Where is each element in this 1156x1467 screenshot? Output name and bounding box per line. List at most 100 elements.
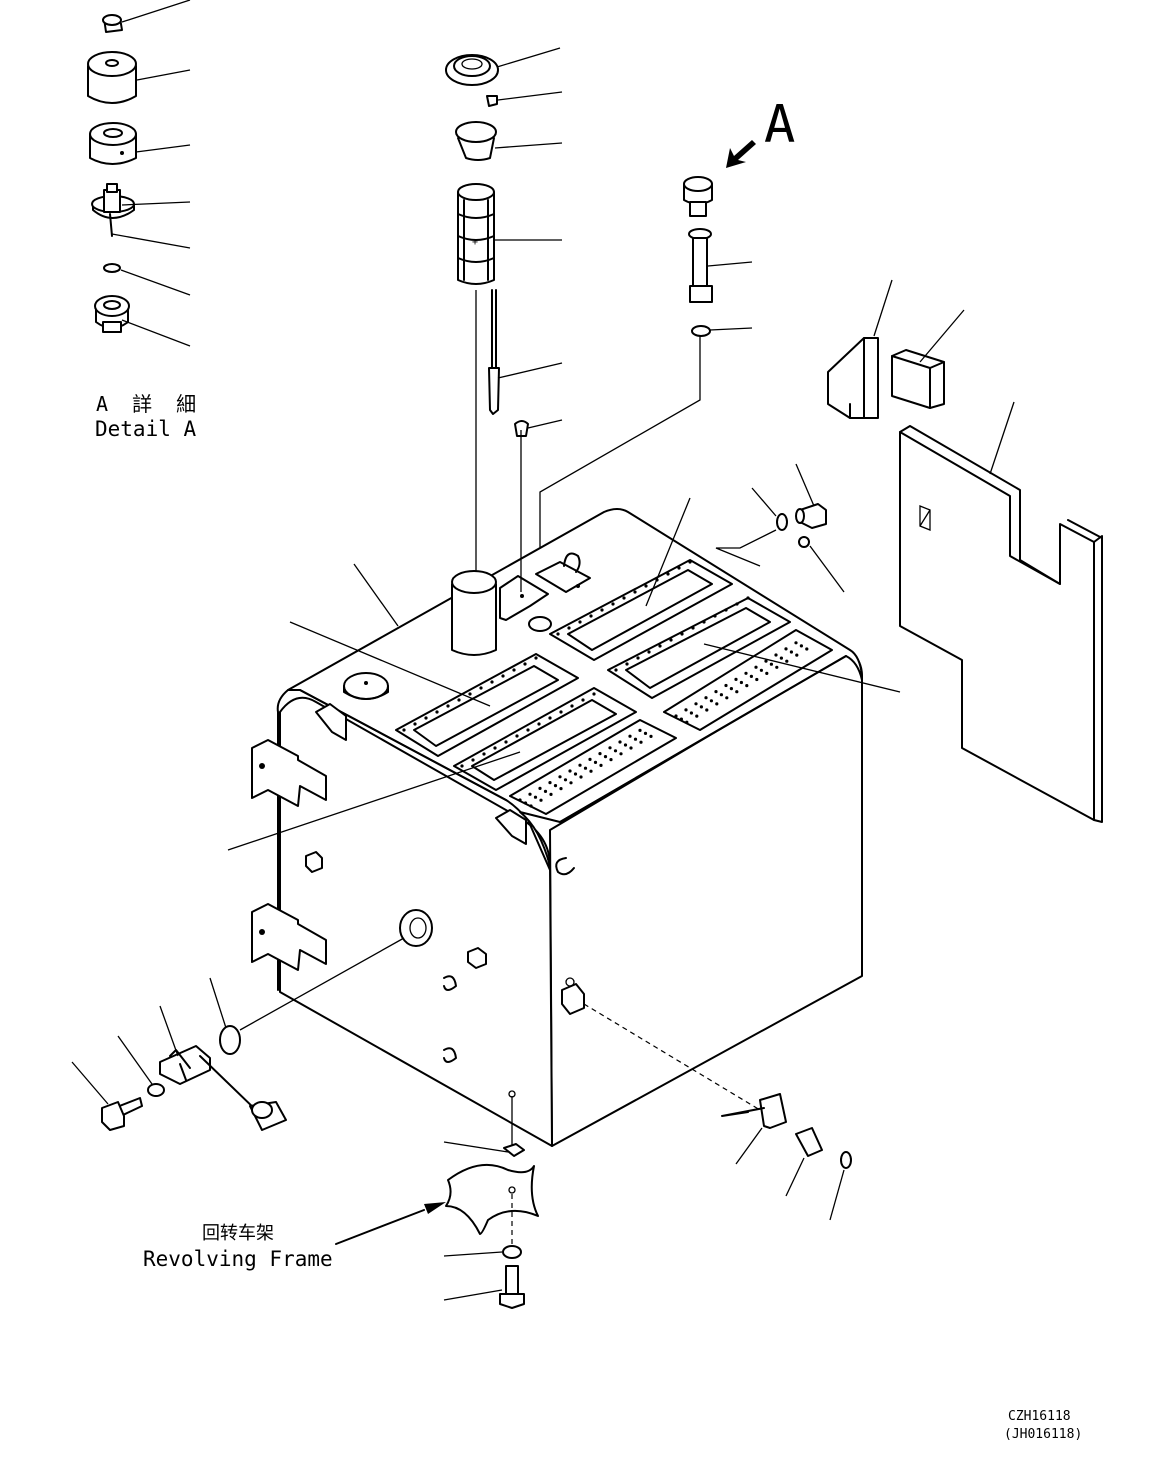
filler-neck-part [451, 290, 497, 656]
perforation-dot [482, 752, 486, 756]
perforation-dot [588, 757, 592, 762]
detail-label-jp: A 詳 細 [96, 392, 202, 416]
perforation-dot [775, 665, 779, 669]
view-arrow-icon [726, 140, 756, 168]
perforation-dot [471, 758, 475, 762]
perforation-dot [589, 614, 593, 618]
elbow-o-ring-a [776, 513, 788, 531]
perforation-dot [625, 662, 629, 666]
perforation-dot [759, 668, 764, 672]
svg-text:+: + [472, 237, 478, 248]
perforation-dot [677, 566, 681, 570]
perforation-dot [779, 656, 784, 660]
perforation-dot [715, 702, 719, 706]
perforation-dot [735, 602, 739, 606]
perforation-dot [559, 710, 563, 714]
perforation-dot [592, 692, 596, 696]
perforation-dot [424, 716, 428, 720]
perforation-dot [795, 653, 799, 657]
perforation-dot [600, 608, 604, 612]
perforation-dot [628, 734, 632, 738]
perforation-dot [583, 766, 588, 770]
perforation-dot [619, 752, 623, 756]
perforated-plate-a [509, 719, 677, 815]
drain-cock-part [721, 1093, 787, 1129]
perforation-dot [614, 668, 618, 672]
round-boss-part [343, 672, 389, 700]
perforation-dot [749, 674, 754, 679]
perforation-dot [573, 772, 578, 776]
frame-arrow-icon [424, 1202, 446, 1214]
perforation-dot [512, 668, 516, 672]
bottom-mount-parts: 回转车架 Revolving Frame [143, 1096, 539, 1309]
tank-top-face [287, 508, 863, 871]
perforation-dot [694, 702, 698, 706]
perforation-dot [569, 781, 573, 785]
perforation-dot [765, 671, 769, 676]
perforation-dot [504, 740, 508, 744]
perforation-dot [669, 638, 673, 642]
perforation-dot [644, 584, 648, 588]
cover-plate-d [607, 597, 791, 699]
perforation-dot [558, 775, 562, 779]
breather-o-ring-part [691, 325, 711, 337]
perforation-dot [413, 722, 417, 726]
view-a-marker: A [764, 95, 795, 155]
perforation-dot [578, 763, 582, 767]
perforation-dot [556, 632, 560, 636]
level-stick-part [488, 289, 500, 415]
perforation-dot [598, 752, 602, 756]
perforation-dot [457, 698, 461, 702]
perforation-dot [501, 674, 505, 678]
elbow-o-ring-b [798, 536, 810, 548]
bracket-plate-part [499, 430, 549, 621]
perforation-dot [435, 710, 439, 714]
perforation-dot [568, 769, 572, 773]
perforation-dot [623, 743, 628, 747]
sender-unit-parts [71, 937, 405, 1131]
breather-cap-part [683, 176, 713, 217]
perforation-dot [622, 596, 626, 600]
perforation-dot [689, 711, 694, 715]
perforation-dot [745, 684, 749, 688]
perforation-dot [528, 792, 532, 796]
drain-boss-part [561, 977, 585, 1015]
perforation-dot [746, 596, 750, 600]
frame-label-cn: 回转车架 [202, 1223, 274, 1244]
sender-body-part [159, 1045, 211, 1085]
corner-pad-part [827, 337, 879, 419]
perforation-dot [735, 690, 739, 694]
perforation-dot [684, 708, 688, 712]
detail-a-parts: A 詳 細 Detail A [87, 0, 202, 441]
perforation-dot [704, 696, 708, 700]
perforation-dot [603, 755, 608, 759]
perforation-dot [479, 686, 483, 690]
perforation-dot [518, 798, 522, 802]
left-bracket-upper [251, 739, 327, 807]
drawing-number: CZH16118 [1008, 1409, 1071, 1424]
front-clip-a [443, 975, 457, 991]
small-plug-part [514, 420, 529, 437]
perforation-dot [638, 728, 642, 733]
collar-part [89, 122, 137, 165]
perforation-dot [548, 781, 552, 785]
perforation-dot [649, 734, 653, 739]
perforation-dot [739, 680, 744, 685]
perforation-dot [636, 656, 640, 660]
perforation-dot [515, 734, 519, 738]
perforation-dot [563, 778, 568, 782]
level-gauge-part [399, 909, 433, 947]
perforation-dot [549, 792, 553, 797]
perforation-dot [774, 653, 778, 657]
perforation-dot [553, 784, 558, 788]
perforation-dot [658, 644, 662, 648]
perforation-dot [611, 602, 615, 606]
perforation-dot [633, 590, 637, 594]
filler-cap-part [445, 54, 499, 86]
drain-valve-parts [583, 1003, 852, 1221]
perforation-dot [570, 704, 574, 708]
perforation-dot [523, 801, 528, 805]
perforation-dot [533, 795, 538, 799]
perforation-dot [618, 740, 622, 744]
revolving-frame-section [445, 1163, 539, 1235]
